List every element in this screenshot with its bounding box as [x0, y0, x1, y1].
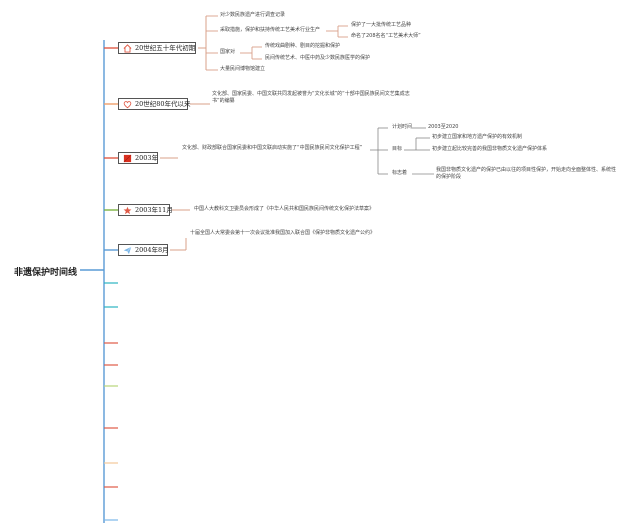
star-icon	[123, 206, 132, 215]
era-label: 2003年	[135, 154, 159, 162]
era-label: 20世纪五十年代初期	[135, 44, 196, 52]
branch-text[interactable]: 国家对	[220, 49, 236, 55]
leaf-text[interactable]: 初步建立国家和地方遗产保护的有效机制	[432, 134, 523, 140]
branch-text[interactable]: 对少数民族遗产进行调查记录	[220, 12, 286, 18]
root-title[interactable]: 非遗保护时间线	[14, 268, 78, 278]
era-node[interactable]: 2003年11月	[118, 204, 173, 216]
leaf-text[interactable]: 我国非物质文化遗产的保护已由以往的项目性保护，开始走向全面整体性、系统性的保护阶…	[436, 167, 617, 180]
branch-text[interactable]: 采取措施，保护和扶持传统工艺美术行业生产	[220, 27, 321, 33]
leaf-text[interactable]: 传统戏曲剧种、剧目的挖掘和保护	[265, 43, 341, 49]
heart-icon	[123, 100, 132, 109]
branch-text[interactable]: 文化部、财政部联合国家民委和中国文联启动实施了“中国民族民间文化保护工程”	[182, 145, 363, 151]
era-label: 20世纪80年代以来	[135, 100, 191, 108]
group-label[interactable]: 计划时间	[392, 124, 413, 130]
leaf-text[interactable]: 命名了208名名“工艺美术大师”	[351, 33, 421, 39]
leaf-text[interactable]: 民间传统艺术、中医中药及少数民族医学的保护	[265, 55, 371, 61]
leaf-text[interactable]: 保护了一大批传统工艺品种	[351, 22, 412, 28]
branch-text[interactable]: 大量民间博物馆建立	[220, 66, 266, 72]
group-label[interactable]: 目标	[392, 146, 403, 152]
era-label: 2004年8月	[135, 246, 169, 254]
paper-plane-icon	[123, 246, 132, 255]
era-label: 2003年11月	[135, 206, 173, 214]
leaf-text[interactable]: 2003至2020	[428, 124, 459, 130]
branch-text[interactable]: 十届全国人大常委会第十一次会议批准我国加入联合国《保护非物质文化遗产公约》	[190, 230, 376, 236]
era-node[interactable]: 20世纪80年代以来	[118, 98, 191, 110]
branch-text[interactable]: 文化部、国家民委、中国文联共同发起被誉为“文化长城”的“十部中国民族民间文艺集成…	[212, 91, 410, 104]
era-node[interactable]: 20世纪五十年代初期	[118, 42, 196, 54]
era-node[interactable]: 2004年8月	[118, 244, 169, 256]
group-label[interactable]: 标志着	[392, 170, 408, 176]
branch-text[interactable]: 中国人大教科文卫委员会形成了《中华人民共和国民族民间传统文化保护法草案》	[194, 206, 375, 212]
leaf-text[interactable]: 初步建立起比较完善的我国非物质文化遗产保护体系	[432, 146, 548, 152]
house-icon	[123, 44, 132, 53]
flag-icon	[123, 154, 132, 163]
era-node[interactable]: 2003年	[118, 152, 158, 164]
